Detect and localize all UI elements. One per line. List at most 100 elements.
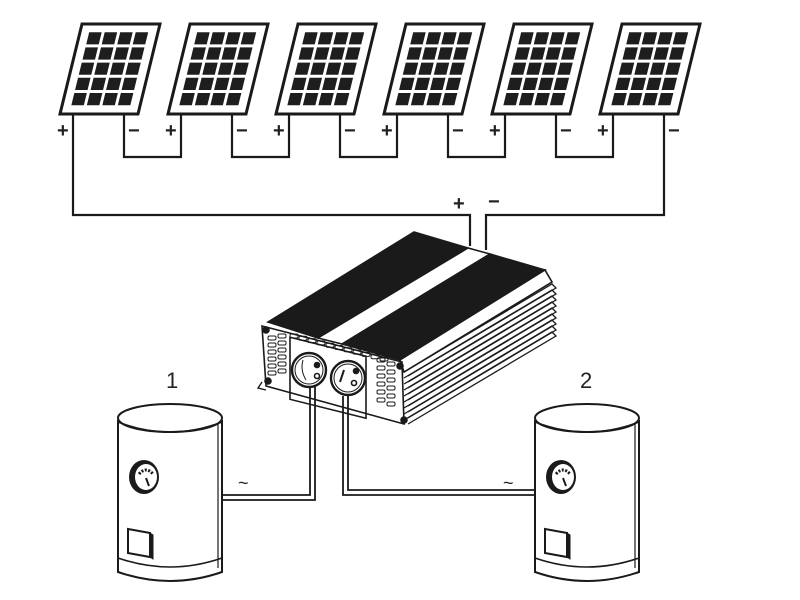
- solar-cell: [318, 93, 334, 106]
- solar-cell: [449, 62, 465, 75]
- panel-frame: [598, 22, 702, 116]
- solar-cell: [433, 62, 450, 75]
- solar-cell: [344, 47, 361, 60]
- heater-body: [117, 420, 223, 582]
- panel-frame: [58, 22, 162, 116]
- solar-cell: [634, 62, 650, 75]
- solar-cell: [306, 77, 323, 90]
- vent-slot: [376, 381, 386, 387]
- solar-cell: [341, 62, 357, 75]
- solar-cell: [186, 62, 203, 75]
- solar-cell: [437, 47, 453, 60]
- solar-cell: [333, 93, 350, 106]
- vent-slot: [370, 354, 380, 360]
- solar-cell: [553, 77, 570, 90]
- solar-cell: [75, 77, 91, 90]
- solar-cell: [194, 32, 210, 45]
- solar-cell: [225, 93, 242, 106]
- solar-cell: [657, 93, 674, 106]
- panel-minus-label: −: [452, 120, 464, 142]
- series-jumper: [446, 114, 507, 159]
- solar-cell: [646, 77, 662, 90]
- solar-cell: [194, 93, 211, 106]
- solar-cell: [229, 77, 246, 90]
- solar-cell: [337, 77, 354, 90]
- vent-slot: [267, 370, 277, 376]
- vent-slot: [277, 368, 287, 374]
- solar-cell: [622, 47, 638, 60]
- solar-cell: [117, 32, 133, 45]
- solar-cell: [560, 47, 577, 60]
- solar-cell: [626, 93, 643, 106]
- solar-cell: [209, 32, 226, 45]
- vent-slot: [267, 342, 277, 348]
- panel-minus-label: −: [128, 120, 140, 142]
- vent-slot: [298, 335, 308, 341]
- inverter: [256, 231, 558, 426]
- solar-cell: [421, 47, 438, 60]
- solar-cell: [101, 32, 118, 45]
- solar-cell: [618, 62, 635, 75]
- solar-cell: [302, 32, 318, 45]
- ac-cable-heater-1-inner: [222, 387, 316, 501]
- solar-cell: [287, 93, 303, 106]
- solar-cell: [183, 77, 199, 90]
- solar-cell: [549, 93, 566, 106]
- series-jumper: [230, 114, 291, 159]
- temperature-gauge-icon: [546, 460, 576, 494]
- solar-cell: [626, 32, 642, 45]
- vent-slot: [277, 333, 287, 339]
- solar-cell: [109, 62, 126, 75]
- solar-cell: [653, 47, 669, 60]
- heater-1-label: 1: [166, 368, 178, 393]
- solar-cell: [452, 47, 469, 60]
- solar-cell: [128, 47, 145, 60]
- solar-cell: [132, 32, 149, 45]
- dc-wiring: [71, 114, 666, 250]
- solar-panel: +−: [381, 22, 486, 142]
- solar-cell: [399, 77, 415, 90]
- vent-slot: [277, 354, 287, 360]
- ac-wiring: [222, 387, 535, 501]
- solar-cell: [86, 32, 102, 45]
- solar-cell: [641, 32, 658, 45]
- solar-cell: [503, 93, 519, 106]
- solar-cell: [322, 77, 338, 90]
- solar-cell: [78, 62, 95, 75]
- solar-cell: [406, 47, 422, 60]
- solar-cell: [522, 77, 539, 90]
- series-jumper: [122, 114, 183, 159]
- solar-cell: [538, 77, 554, 90]
- solar-panel: +−: [597, 22, 702, 142]
- vent-slot: [289, 333, 299, 339]
- solar-cell: [113, 47, 129, 60]
- panel-plus-label: +: [597, 120, 609, 142]
- inverter-heatsink-fins: [403, 283, 558, 425]
- solar-cell: [233, 62, 249, 75]
- water-heater-2: [534, 403, 640, 582]
- vent-slot: [376, 357, 386, 363]
- solar-cell: [507, 77, 523, 90]
- solar-cell: [441, 93, 458, 106]
- solar-cell: [445, 77, 462, 90]
- solar-cell: [526, 62, 542, 75]
- solar-cell: [534, 93, 550, 106]
- solar-panel: +−: [57, 22, 162, 142]
- solar-cell: [510, 62, 527, 75]
- solar-cell: [298, 47, 314, 60]
- solar-cell: [672, 32, 689, 45]
- solar-cell: [221, 47, 237, 60]
- solar-cell: [240, 32, 257, 45]
- vent-slot: [386, 401, 396, 407]
- solar-panel: +−: [489, 22, 594, 142]
- solar-cell: [294, 62, 311, 75]
- solar-cell: [395, 93, 411, 106]
- vent-slot: [267, 335, 277, 341]
- panel-plus-label: +: [381, 120, 393, 142]
- panel-minus-label: −: [344, 120, 356, 142]
- ac-cable-heater-2-inner: [347, 396, 535, 491]
- solar-cell: [514, 47, 530, 60]
- heater-2-label: 2: [580, 368, 592, 393]
- solar-cell: [402, 62, 419, 75]
- vent-slot: [352, 349, 362, 355]
